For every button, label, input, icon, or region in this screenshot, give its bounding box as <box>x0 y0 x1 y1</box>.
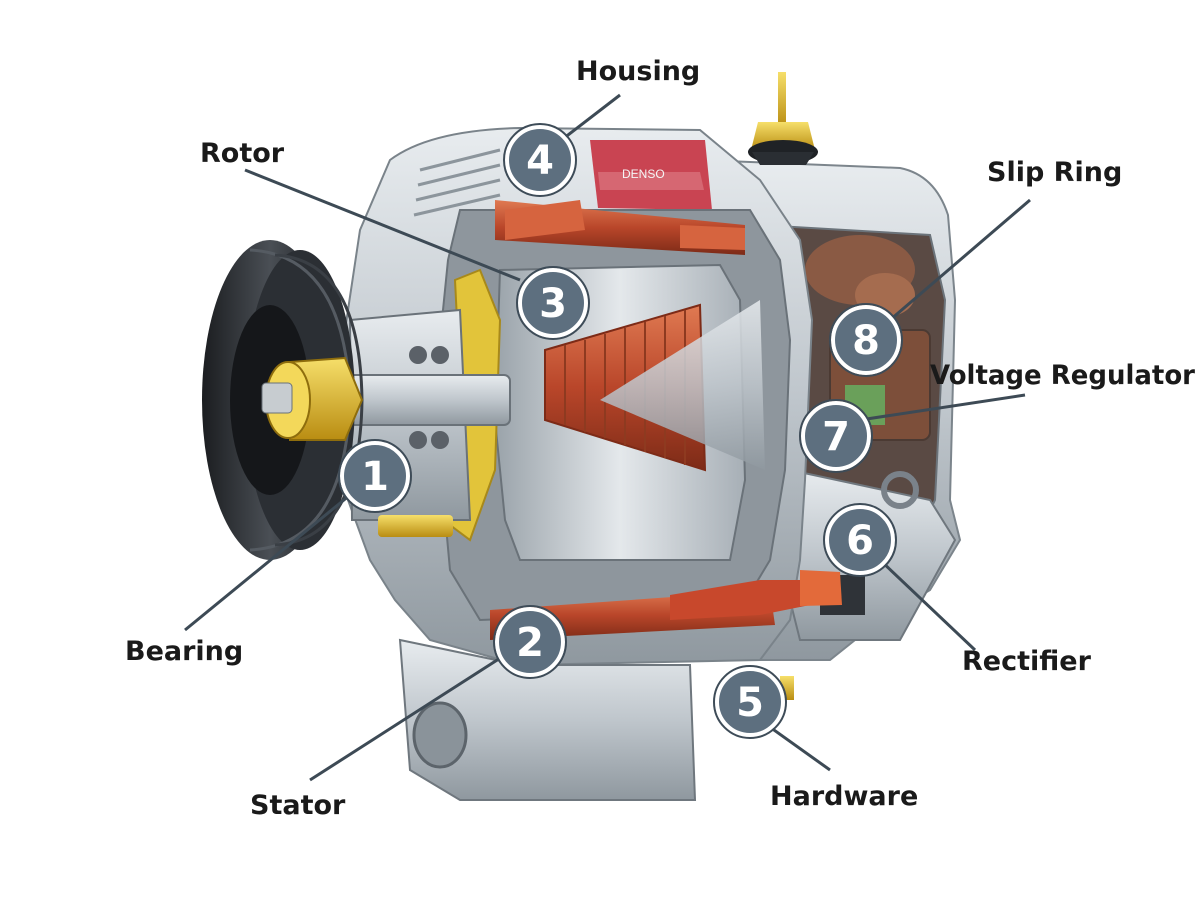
number-badges: 1 2 3 4 5 6 7 <box>338 123 903 739</box>
badge-5: 5 <box>713 665 787 739</box>
leader-slip-ring <box>889 198 1031 322</box>
leader-rotor <box>244 168 521 282</box>
badge-1: 1 <box>338 439 412 513</box>
through-bolt <box>378 515 453 537</box>
brand-plate-text: DENSO <box>622 167 665 181</box>
badge-4-number: 4 <box>526 138 554 184</box>
badge-8-number: 8 <box>852 318 880 364</box>
badge-4: 4 <box>503 123 577 197</box>
leader-voltage-regulator <box>859 393 1026 422</box>
leader-stator <box>309 653 506 782</box>
label-bearing: Bearing <box>125 636 243 667</box>
leader-lines <box>184 93 1031 782</box>
label-hardware: Hardware <box>770 781 918 812</box>
pulley-nut <box>261 356 364 441</box>
badge-7: 7 <box>799 399 873 473</box>
label-stator: Stator <box>250 790 346 821</box>
badge-5-number: 5 <box>736 680 764 726</box>
mount-hole <box>412 701 468 769</box>
leader-rectifier <box>878 558 977 652</box>
badge-3-number: 3 <box>539 281 567 327</box>
terminal-post <box>748 72 818 165</box>
stator-windings-top <box>495 200 745 255</box>
label-housing: Housing <box>576 56 700 87</box>
badge-2: 2 <box>493 605 567 679</box>
housing-fins <box>413 148 501 217</box>
badge-2-number: 2 <box>516 620 544 666</box>
badge-7-number: 7 <box>822 414 850 460</box>
badge-8: 8 <box>829 303 903 377</box>
badge-1-number: 1 <box>361 454 389 500</box>
claw-pole <box>600 300 765 470</box>
label-slip-ring: Slip Ring <box>987 157 1122 188</box>
brand-plate: DENSO <box>590 140 712 210</box>
label-rectifier: Rectifier <box>962 646 1092 677</box>
label-rotor: Rotor <box>200 138 285 169</box>
badge-3: 3 <box>516 266 590 340</box>
badge-6: 6 <box>823 503 897 577</box>
label-voltage-regulator: Voltage Regulator <box>930 360 1196 391</box>
part-labels: Bearing Stator Rotor Housing Hardware Re… <box>125 56 1196 821</box>
badge-6-number: 6 <box>846 518 874 564</box>
bearing-balls <box>409 346 449 449</box>
rectifier-wire <box>881 471 919 509</box>
leader-bearing <box>184 493 351 632</box>
